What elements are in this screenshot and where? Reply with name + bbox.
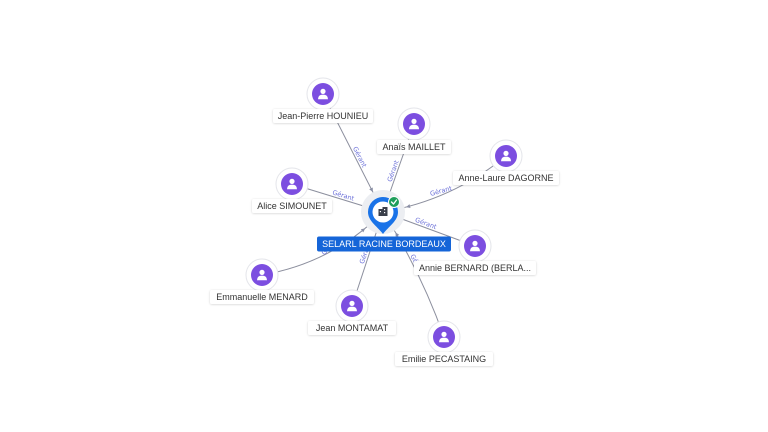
edge-label-annie-bernard: Gérant [414, 216, 438, 231]
person-label-box [308, 321, 396, 335]
person-label-box [377, 140, 451, 154]
person-avatar [433, 326, 455, 348]
person-avatar [464, 235, 486, 257]
person-icon [318, 88, 328, 100]
person-icon [439, 331, 449, 343]
person-avatar [495, 145, 517, 167]
person-node-emilie-pecastaing[interactable]: Emilie PECASTAING [395, 320, 493, 366]
edge-arrow-icon [369, 187, 373, 192]
person-node-annie-bernard[interactable]: Annie BERNARD (BERLA... [414, 229, 536, 275]
edge-arrow-icon [395, 232, 400, 237]
person-name: Anaïs MAILLET [382, 142, 446, 152]
person-label-box [210, 290, 314, 304]
person-icon [257, 269, 267, 281]
person-name: Alice SIMOUNET [257, 201, 327, 211]
person-label-box [273, 109, 373, 123]
person-node-jean-pierre-hounieu[interactable]: Jean-Pierre HOUNIEU [273, 77, 373, 123]
person-name: Annie BERNARD (BERLA... [419, 263, 531, 273]
edge-label-anais-maillet: Gérant [386, 159, 401, 183]
nodes-layer: Jean-Pierre HOUNIEU Anaïs MAILLET Anne-Lau… [210, 77, 559, 366]
person-icon [470, 240, 480, 252]
person-node-jean-montamat[interactable]: Jean MONTAMAT [308, 289, 396, 335]
person-name: Emmanuelle MENARD [216, 292, 308, 302]
company-label-box [317, 236, 451, 252]
person-label-box [414, 261, 536, 275]
person-avatar [341, 295, 363, 317]
edge-arrow-icon [406, 204, 411, 208]
person-node-emmanuelle-menard[interactable]: Emmanuelle MENARD [210, 258, 314, 304]
company-node[interactable]: SELARL RACINE BORDEAUX [317, 190, 451, 252]
edge-label-alice-simounet: Gérant [331, 188, 355, 202]
person-label-box [453, 171, 559, 185]
person-avatar [251, 264, 273, 286]
check-circle-icon [388, 196, 400, 208]
person-name: Anne-Laure DAGORNE [458, 173, 553, 183]
person-icon [287, 178, 297, 190]
company-name: SELARL RACINE BORDEAUX [322, 239, 446, 249]
person-icon [409, 118, 419, 130]
edge-label-jean-pierre-hounieu: Gérant [351, 145, 368, 169]
edge-label-anne-laure-dagorne: Gérant [429, 184, 453, 198]
person-node-anne-laure-dagorne[interactable]: Anne-Laure DAGORNE [453, 139, 559, 185]
edge-arrow-icon [360, 228, 366, 233]
building-icon [378, 207, 388, 216]
person-label-box [252, 199, 332, 213]
person-node-anais-maillet[interactable]: Anaïs MAILLET [377, 107, 451, 154]
person-name: Jean-Pierre HOUNIEU [278, 111, 369, 121]
person-name: Jean MONTAMAT [316, 323, 389, 333]
person-avatar [281, 173, 303, 195]
person-icon [501, 150, 511, 162]
person-name: Emilie PECASTAING [402, 354, 486, 364]
person-icon [347, 300, 357, 312]
person-node-alice-simounet[interactable]: Alice SIMOUNET [252, 167, 332, 213]
person-label-box [395, 352, 493, 366]
